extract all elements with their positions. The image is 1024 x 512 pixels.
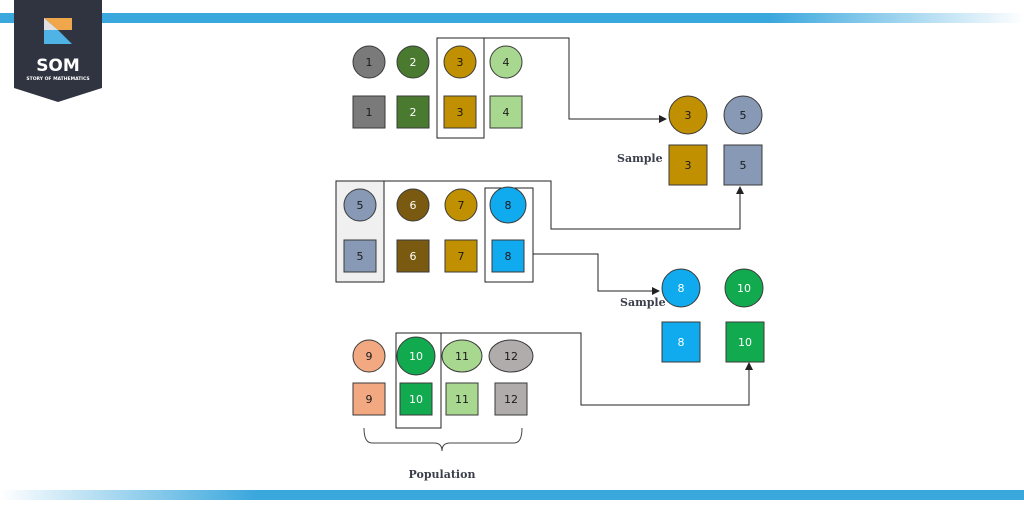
population-item-6-square-label: 6 xyxy=(410,250,417,263)
population-item-10-circle-label: 10 xyxy=(409,350,423,363)
sample-item-3-circle-label: 3 xyxy=(685,109,692,122)
population-item-6-circle xyxy=(396,188,430,222)
population-item-7-circle-label: 7 xyxy=(458,199,465,212)
sample-item-10-square-label: 10 xyxy=(738,336,752,349)
sample-item-10-circle xyxy=(724,268,764,308)
sample-item-3-circle xyxy=(668,95,708,135)
sample-item-3-square xyxy=(668,144,708,186)
sample-label-1: Sample xyxy=(617,152,663,165)
population-item-10-circle xyxy=(396,336,436,376)
som-logo-tagline: STORY OF MATHEMATICS xyxy=(26,76,89,82)
sample-item-5-circle-label: 5 xyxy=(740,109,747,122)
population-item-11-square xyxy=(445,382,479,416)
population-item-1-square-label: 1 xyxy=(366,106,373,119)
population-item-4-square-label: 4 xyxy=(503,106,510,119)
population-item-7-square-label: 7 xyxy=(458,250,465,263)
population-item-8-square-label: 8 xyxy=(505,250,512,263)
sample-item-5-circle xyxy=(723,95,763,135)
population-item-11-circle-label: 11 xyxy=(455,350,469,363)
population-item-8-circle xyxy=(489,186,527,224)
population-item-3-circle-label: 3 xyxy=(457,56,464,69)
population-item-4-circle xyxy=(489,45,523,79)
population-item-8-square xyxy=(491,239,525,273)
sample-item-10-circle-label: 10 xyxy=(737,282,751,295)
population-item-3-square xyxy=(443,95,477,129)
sample-item-3-square-label: 3 xyxy=(685,159,692,172)
population-item-12-square-label: 12 xyxy=(504,393,518,406)
population-item-2-square xyxy=(396,95,430,129)
population-label: Population xyxy=(409,468,476,481)
connector-arrow-8 xyxy=(533,253,660,295)
population-item-2-square-label: 2 xyxy=(410,106,417,119)
population-item-3-circle xyxy=(443,45,477,79)
population-item-5-square xyxy=(343,239,377,273)
selection-box-3 xyxy=(436,37,485,139)
bottom-banner xyxy=(0,490,1024,500)
population-item-11-circle xyxy=(441,339,483,373)
population-item-4-circle-label: 4 xyxy=(503,56,510,69)
connector-arrow-10 xyxy=(441,332,753,406)
population-item-6-square xyxy=(396,239,430,273)
sample-item-8-square xyxy=(661,321,701,363)
selection-box-10 xyxy=(395,332,442,429)
population-item-10-square xyxy=(399,382,433,416)
population-item-12-circle xyxy=(488,339,534,373)
population-item-4-square xyxy=(489,95,523,129)
som-logo-name: SOM xyxy=(36,56,80,76)
population-item-1-circle-label: 1 xyxy=(366,56,373,69)
population-item-3-square-label: 3 xyxy=(457,106,464,119)
population-item-12-circle-label: 12 xyxy=(504,350,518,363)
population-item-12-square xyxy=(494,382,528,416)
population-item-6-circle-label: 6 xyxy=(410,199,417,212)
population-row-3: 9 9 10 10 11 11 12 12 xyxy=(352,336,534,416)
sample-label-2: Sample xyxy=(620,296,666,309)
sample-item-10-square xyxy=(725,321,765,363)
population-item-5-square-label: 5 xyxy=(357,250,364,263)
som-logo: SOM STORY OF MATHEMATICS xyxy=(14,0,102,102)
population-row-1: 1 1 2 2 3 3 4 4 xyxy=(352,45,523,129)
population-item-7-circle xyxy=(444,188,478,222)
population-item-5-circle-label: 5 xyxy=(357,199,364,212)
sample-group: 3 3 5 5 8 8 10 10 xyxy=(661,95,765,363)
population-row-2: 5 5 6 6 7 7 8 8 xyxy=(343,186,527,273)
connector-arrow-3 xyxy=(484,37,667,123)
population-item-5-circle xyxy=(343,188,377,222)
sample-item-8-circle xyxy=(661,268,701,308)
population-item-10-square-label: 10 xyxy=(409,393,423,406)
som-logo-icon xyxy=(44,18,72,44)
connector-arrow-5 xyxy=(384,180,744,230)
population-item-11-square-label: 11 xyxy=(455,393,469,406)
population-brace xyxy=(363,427,523,452)
population-item-9-circle-label: 9 xyxy=(366,350,373,363)
population-item-1-circle xyxy=(352,45,386,79)
sample-item-8-circle-label: 8 xyxy=(678,282,685,295)
population-item-9-square xyxy=(352,382,386,416)
sample-item-5-square xyxy=(723,144,763,186)
population-item-7-square xyxy=(444,239,478,273)
top-banner xyxy=(0,13,1024,23)
population-item-9-circle xyxy=(352,339,386,373)
population-item-2-circle xyxy=(396,45,430,79)
population-item-1-square xyxy=(352,95,386,129)
sample-item-5-square-label: 5 xyxy=(740,159,747,172)
population-item-2-circle-label: 2 xyxy=(410,56,417,69)
population-item-9-square-label: 9 xyxy=(366,393,373,406)
sample-item-8-square-label: 8 xyxy=(678,336,685,349)
population-item-8-circle-label: 8 xyxy=(505,199,512,212)
